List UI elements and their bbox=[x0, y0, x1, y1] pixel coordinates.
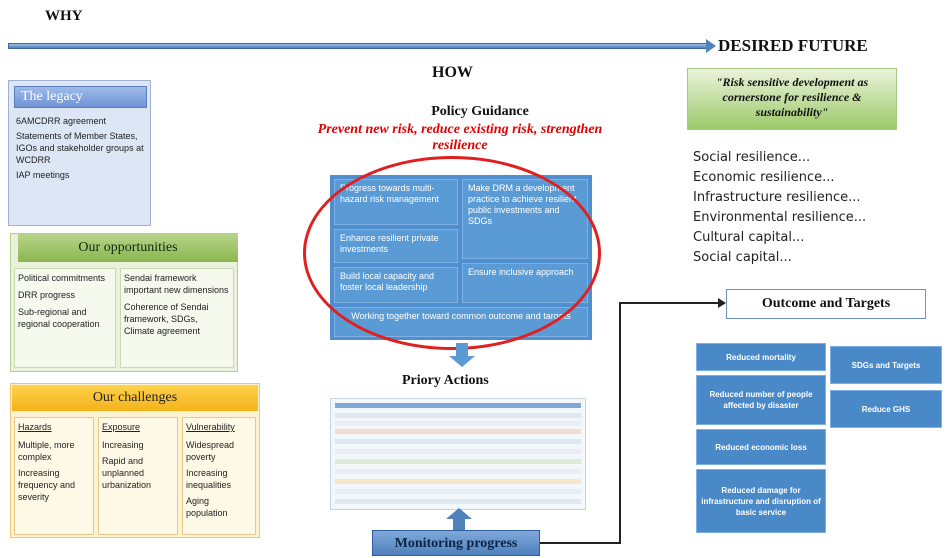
thumbnail-row bbox=[335, 469, 581, 474]
vision-quote: "Risk sensitive development as cornersto… bbox=[687, 68, 897, 130]
up-arrowhead-icon bbox=[446, 508, 472, 519]
challenge-column-exposure: Exposure Increasing Rapid and unplanned … bbox=[98, 417, 178, 535]
thumbnail-row bbox=[335, 489, 581, 494]
target-reduced-economic-loss: Reduced economic loss bbox=[696, 429, 826, 465]
challenge-column-hazards: Hazards Multiple, more complex Increasin… bbox=[14, 417, 94, 535]
connector-line bbox=[540, 542, 620, 544]
thumbnail-row bbox=[335, 459, 581, 464]
resilience-item: Social capital... bbox=[693, 250, 792, 265]
challenge-column-vulnerability: Vulnerability Widespread poverty Increas… bbox=[182, 417, 256, 535]
policy-guidance-subtitle: Prevent new risk, reduce existing risk, … bbox=[317, 122, 603, 153]
opportunities-column-2: Sendai framework important new dimension… bbox=[120, 268, 234, 368]
opportunities-title: Our opportunities bbox=[18, 234, 238, 262]
thumbnail-row bbox=[335, 449, 581, 454]
resilience-item: Environmental resilience... bbox=[693, 210, 867, 225]
opportunity-item: Sub-regional and regional cooperation bbox=[18, 307, 100, 329]
opportunity-item: Political commitments bbox=[18, 273, 106, 283]
target-sdgs: SDGs and Targets bbox=[830, 346, 942, 384]
up-arrow-icon bbox=[453, 518, 465, 530]
target-reduce-ghs: Reduce GHS bbox=[830, 390, 942, 428]
challenge-item: Increasing frequency and severity bbox=[18, 468, 76, 502]
desired-future-label: DESIRED FUTURE bbox=[718, 36, 868, 55]
resilience-item: Economic resilience... bbox=[693, 170, 835, 185]
resilience-item: Social resilience... bbox=[693, 150, 811, 165]
legacy-item: Statements of Member States, IGOs and st… bbox=[16, 131, 144, 165]
challenges-title: Our challenges bbox=[12, 385, 258, 411]
down-arrowhead-icon bbox=[449, 356, 475, 367]
challenge-heading: Hazards bbox=[18, 422, 52, 432]
target-reduced-damage: Reduced damage for infrastructure and di… bbox=[696, 469, 826, 533]
thumbnail-row bbox=[335, 421, 581, 426]
opportunity-item: Sendai framework important new dimension… bbox=[124, 273, 229, 295]
challenge-heading: Vulnerability bbox=[186, 422, 235, 432]
thumbnail-row bbox=[335, 439, 581, 444]
challenge-item: Aging population bbox=[186, 496, 228, 518]
challenge-item: Increasing inequalities bbox=[186, 468, 232, 490]
challenge-item: Multiple, more complex bbox=[18, 440, 75, 462]
target-reduced-mortality: Reduced mortality bbox=[696, 343, 826, 371]
connector-line bbox=[619, 302, 719, 304]
thumbnail-row bbox=[335, 479, 581, 484]
legacy-list: 6AMCDRR agreement Statements of Member S… bbox=[16, 115, 146, 184]
target-reduced-affected: Reduced number of people affected by dis… bbox=[696, 375, 826, 425]
thumbnail-row bbox=[335, 413, 581, 418]
challenge-heading: Exposure bbox=[102, 422, 141, 432]
opportunity-item: DRR progress bbox=[18, 290, 76, 300]
legacy-item: IAP meetings bbox=[16, 170, 70, 180]
challenge-item: Widespread poverty bbox=[186, 440, 235, 462]
timeline-arrowhead-icon bbox=[706, 39, 716, 53]
down-arrow-icon bbox=[456, 343, 468, 356]
resilience-item: Infrastructure resilience... bbox=[693, 190, 861, 205]
legacy-title: The legacy bbox=[14, 86, 147, 108]
challenge-item: Rapid and unplanned urbanization bbox=[102, 456, 152, 490]
resilience-item: Cultural capital... bbox=[693, 230, 805, 245]
priory-actions-title: Priory Actions bbox=[402, 373, 489, 388]
why-label: WHY bbox=[45, 8, 83, 24]
thumbnail-row bbox=[335, 499, 581, 504]
resilience-list: Social resilience... Economic resilience… bbox=[693, 148, 866, 268]
outcome-targets-title: Outcome and Targets bbox=[726, 289, 926, 319]
opportunity-item: Coherence of Sendai framework, SDGs, Cli… bbox=[124, 302, 209, 336]
challenge-item: Increasing bbox=[102, 440, 144, 450]
monitoring-progress-box: Monitoring progress bbox=[372, 530, 540, 556]
thumbnail-row bbox=[335, 429, 581, 434]
connector-arrowhead-icon bbox=[718, 298, 726, 308]
connector-line bbox=[619, 302, 621, 544]
highlight-oval bbox=[303, 156, 601, 350]
thumbnail-header-bar bbox=[335, 403, 581, 408]
opportunities-column-1: Political commitments DRR progress Sub-r… bbox=[14, 268, 116, 368]
how-label: HOW bbox=[432, 64, 473, 81]
legacy-item: 6AMCDRR agreement bbox=[16, 116, 107, 126]
timeline-arrow bbox=[8, 43, 708, 49]
priory-actions-thumbnail bbox=[330, 398, 586, 510]
policy-guidance-title: Policy Guidance bbox=[431, 104, 529, 119]
